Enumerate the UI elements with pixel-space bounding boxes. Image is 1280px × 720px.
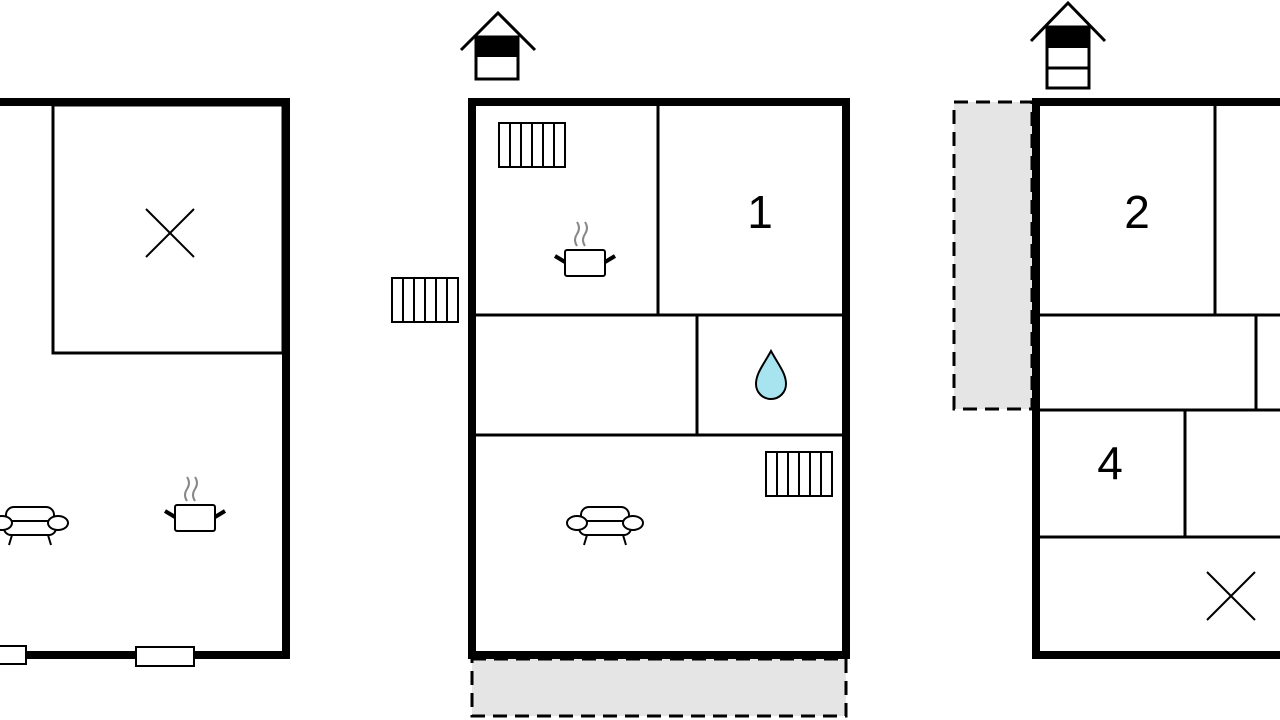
floor-plan-middle: 1 — [391, 10, 850, 718]
entrance-house-icon — [1029, 0, 1107, 90]
radiator-icon — [391, 277, 459, 323]
floor-plan-left — [0, 98, 290, 667]
room-label: 4 — [1097, 437, 1123, 489]
room — [51, 103, 285, 355]
room-label: 2 — [1124, 186, 1150, 238]
outdoor-terrace — [952, 100, 1034, 411]
water-drop-icon — [754, 348, 788, 400]
cross-mark-icon — [145, 208, 195, 258]
window-icon — [0, 645, 27, 665]
sofa-icon — [0, 506, 69, 546]
outer-wall — [1032, 98, 1280, 659]
interior-walls — [472, 102, 846, 437]
floor-plan-right: 2 4 — [952, 0, 1280, 659]
radiator-icon — [765, 451, 833, 497]
outdoor-terrace — [470, 657, 848, 718]
cooking-pot-icon — [163, 475, 227, 533]
outer-wall — [0, 98, 290, 659]
radiator-icon — [498, 122, 566, 168]
interior-walls — [1036, 102, 1280, 539]
entrance-house-icon — [459, 10, 537, 81]
window-icon — [135, 646, 195, 667]
room-label: 1 — [747, 186, 773, 238]
